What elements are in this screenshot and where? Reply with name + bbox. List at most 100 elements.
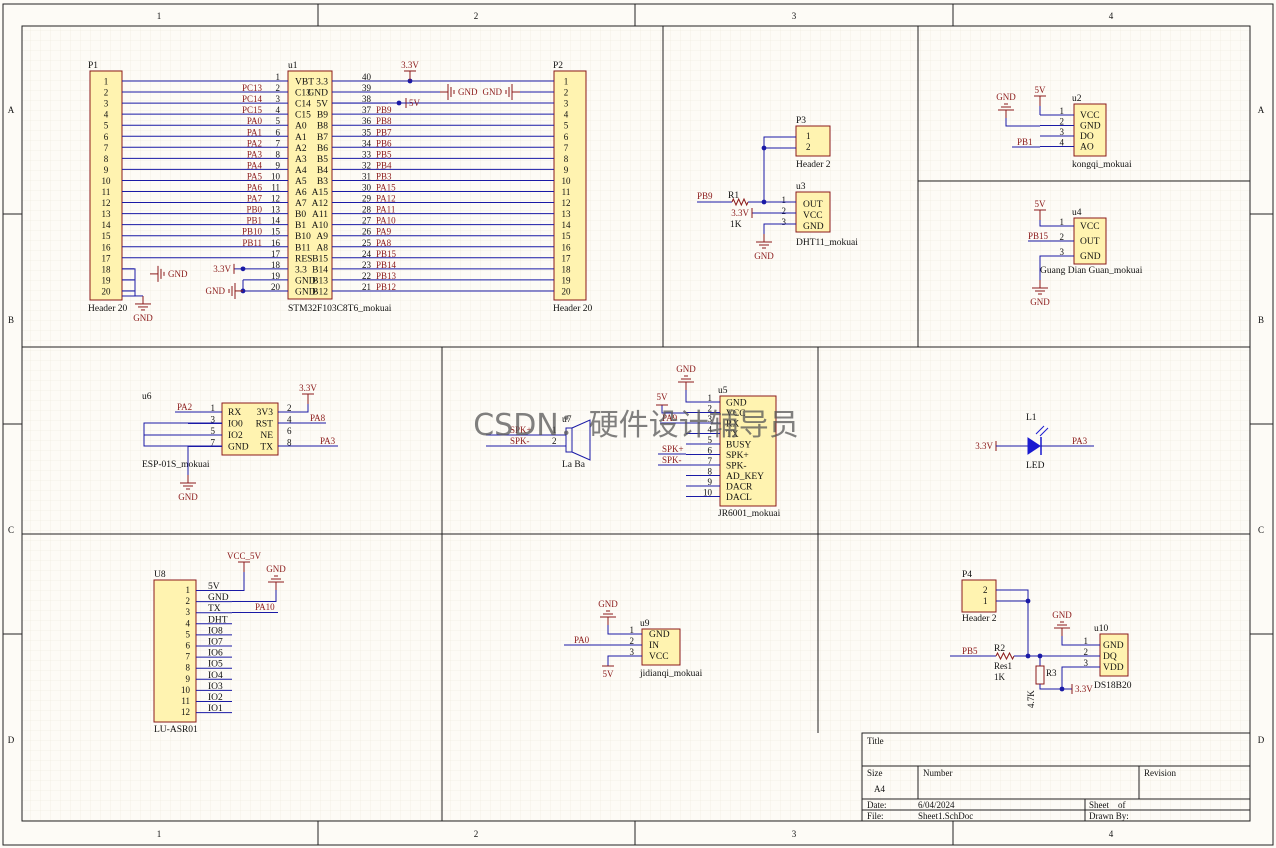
mcu-pin-name: B15 (312, 254, 328, 264)
wire (1061, 636, 1100, 646)
power-label: 5V (657, 392, 669, 402)
esp01s-pin-name: GND (228, 443, 249, 453)
mcu-pin-num: 21 (362, 282, 371, 292)
gnd-label: GND (1052, 610, 1072, 620)
asr-pin-num: 7 (186, 652, 191, 662)
p2-pin-num: 4 (564, 110, 569, 120)
jr6001-pin-num: 7 (708, 456, 713, 466)
mcu-pin-num: 17 (271, 249, 281, 259)
r2-designator: R2 (994, 644, 1005, 654)
net-label: PA3 (1072, 436, 1088, 446)
p2-pin-num: 9 (564, 165, 569, 175)
esp01s-pin-num: 3 (211, 415, 216, 425)
esp01s-pin-num: 4 (287, 415, 292, 425)
dht11-pin-num: 1 (782, 195, 787, 205)
mcu-pin-name: B11 (295, 243, 311, 253)
esp01s-name: ESP-01S_mokuai (142, 460, 210, 470)
air-sensor-pin-num: 4 (1060, 138, 1065, 148)
net-label: SPK- (510, 436, 530, 446)
mcu-pin-num: 10 (271, 171, 281, 181)
p1-pin-num: 10 (102, 176, 112, 186)
jr6001-pin-num: 6 (708, 446, 713, 456)
asr-pin-label: IO6 (208, 649, 223, 659)
mcu-pin-num: 2 (276, 83, 281, 93)
mcu-pin-num: 16 (271, 238, 281, 248)
p2-pin-num: 6 (564, 132, 569, 142)
col-label: 3 (792, 11, 797, 21)
wire (1039, 220, 1074, 227)
esp01s-pin-name: RX (228, 408, 241, 418)
p1-pin-num: 11 (102, 187, 111, 197)
junction-dot (1025, 598, 1031, 604)
mcu-pin-name: RES (295, 254, 312, 264)
asr-pin-num: 1 (186, 585, 191, 595)
resistor (731, 197, 749, 207)
mcu-pin-num: 14 (271, 216, 281, 226)
asr-pin-label: IO4 (208, 671, 223, 681)
mcu-pin-num: 38 (362, 94, 372, 104)
p1-pin-num: 17 (102, 253, 112, 263)
light-sensor-pin-num: 1 (1060, 217, 1065, 227)
jr6001-name: JR6001_mokuai (718, 509, 781, 519)
wire (661, 405, 686, 414)
p3-name: Header 2 (796, 160, 831, 170)
mcu-pin-num: 20 (271, 282, 281, 292)
wire (685, 390, 720, 403)
led-symbol (1027, 437, 1041, 455)
col-label: 2 (474, 11, 479, 21)
jr6001-pin-name: VCC (726, 409, 746, 419)
speaker-symbol (571, 419, 591, 461)
asr-pin-label: IO7 (208, 638, 223, 648)
gnd-label: GND (676, 364, 696, 374)
mcu-pin-num: 9 (276, 160, 281, 170)
mcu-pin-num: 6 (276, 127, 281, 137)
mcu-pin-num: 28 (362, 205, 372, 215)
led-name: LED (1026, 461, 1045, 471)
p2-pin-num: 17 (562, 253, 572, 263)
mcu-pin-num: 34 (362, 138, 372, 148)
air-sensor-pin-name: VCC (1080, 111, 1100, 121)
asr-pin-label: IO3 (208, 682, 223, 692)
row-label: C (1258, 525, 1264, 535)
ds18b20-designator: u10 (1094, 624, 1109, 634)
esp01s-pin-num: 7 (211, 438, 216, 448)
p2-pin-num: 10 (562, 176, 572, 186)
p2-pin-num: 20 (562, 286, 572, 296)
p1-pin-num: 5 (104, 121, 109, 131)
net-label: PA4 (247, 160, 263, 170)
jr6001-pin-num: 4 (708, 425, 713, 435)
jr6001-block: u5JR6001_mokuaiGND1VCC2RX3TX4BUSY5SPK+6S… (656, 364, 781, 519)
mcu-pin-name: 3.3 (295, 265, 307, 275)
net-label: PA7 (247, 194, 263, 204)
p2-pin-num: 3 (564, 99, 569, 109)
light-sensor-pin-name: VCC (1080, 222, 1100, 232)
jr6001-pin-num: 5 (708, 435, 713, 445)
dht11-name: DHT11_mokuai (796, 238, 858, 248)
resistor (995, 651, 1015, 661)
mcu-pin-num: 24 (362, 249, 372, 259)
ds18b20-pin-num: 3 (1084, 658, 1089, 668)
row-label: A (1258, 105, 1265, 115)
mcu-pin-name: B5 (317, 155, 328, 165)
relay-name: jidianqi_mokuai (639, 669, 703, 679)
wire (278, 404, 309, 413)
power-label: 5V (1035, 199, 1047, 209)
mcu-pin-num: 32 (362, 160, 371, 170)
wire (1061, 666, 1100, 689)
mcu-pin-num: 36 (362, 116, 372, 126)
row-label: D (1258, 735, 1265, 745)
esp01s-pin-num: 8 (287, 438, 292, 448)
jr6001-pin-num: 1 (708, 393, 713, 403)
junction-dot (1025, 653, 1031, 659)
gnd-label: GND (996, 92, 1016, 102)
esp01s-body (221, 402, 279, 456)
wire (763, 136, 796, 202)
relay-body (641, 628, 681, 666)
